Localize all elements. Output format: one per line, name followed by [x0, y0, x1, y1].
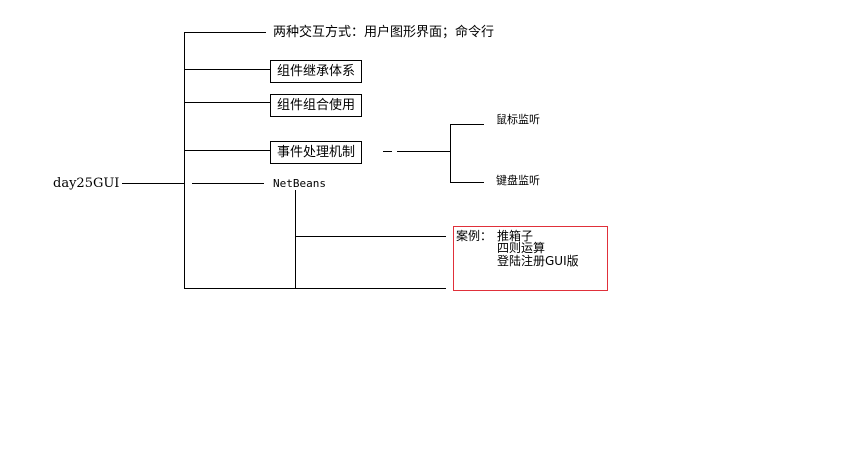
event-mouse-listener: 鼠标监听 [496, 113, 540, 126]
branch-events: 事件处理机制 [270, 141, 363, 164]
root-topic: day25GUI [53, 176, 120, 191]
example-item: 推箱子 [497, 229, 534, 243]
branch-inheritance: 组件继承体系 [270, 60, 363, 83]
examples-prefix: 案例： [456, 229, 493, 243]
branch-composition: 组件组合使用 [270, 94, 363, 117]
branch-netbeans: NetBeans [273, 177, 326, 190]
examples-box: 案例： 推箱子 四则运算 登陆注册GUI版 [453, 226, 608, 291]
example-item: 四则运算 [497, 241, 546, 255]
branch-interaction: 两种交互方式：用户图形界面；命令行 [273, 25, 495, 40]
example-item: 登陆注册GUI版 [497, 254, 579, 268]
event-keyboard-listener: 键盘监听 [496, 174, 540, 187]
